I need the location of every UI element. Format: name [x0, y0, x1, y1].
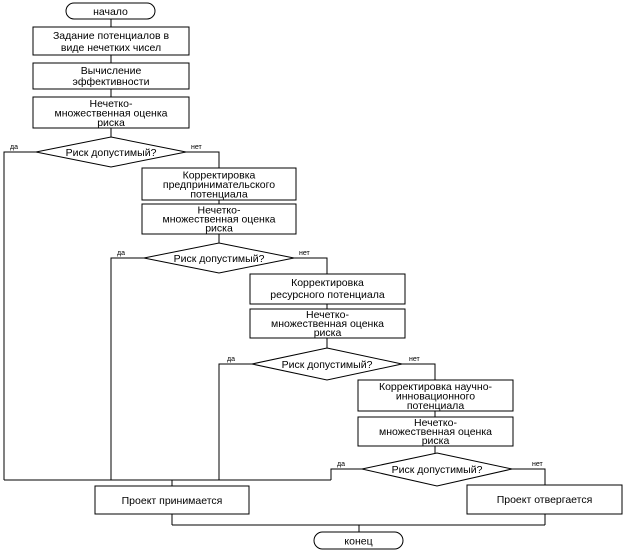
connector-yes-2 — [110, 257, 144, 480]
process-box — [249, 308, 406, 339]
terminator-shape — [313, 531, 404, 550]
branch-label-no: нет — [299, 250, 311, 257]
decision-shape — [361, 452, 513, 487]
process-label-line: эффективности — [72, 76, 149, 88]
connector-no-3 — [402, 363, 436, 380]
process-box — [32, 96, 190, 129]
connector-yes-3 — [218, 363, 252, 480]
process-label-line: множественная оценка — [379, 426, 492, 438]
process-label-line: Корректировка — [291, 277, 364, 289]
connector-no-4 — [512, 468, 546, 485]
process-box — [466, 484, 623, 515]
process-risk-eval-2: Нечетко- множественная оценка риска — [141, 203, 297, 235]
connector-no-2 — [294, 257, 328, 274]
result-accepted: Проект принимается — [94, 485, 250, 515]
process-adjust-entrepreneurial: Корректировка предпринимательского потен… — [141, 167, 297, 201]
process-adjust-resource: Корректировка ресурсного потенциала — [249, 273, 406, 305]
process-label-line: Нечетко- — [90, 98, 133, 110]
decision-4: Риск допустимый? да нет — [337, 452, 544, 487]
process-label-line: Корректировка научно- — [379, 381, 493, 393]
rejected-label: Проект отвергается — [497, 494, 593, 506]
process-box — [32, 26, 190, 56]
branch-label-no: нет — [409, 356, 421, 363]
process-label-line: множественная оценка — [54, 108, 167, 120]
process-label-line: множественная оценка — [271, 318, 384, 330]
process-box — [141, 203, 297, 235]
process-label-line: риска — [422, 435, 450, 447]
process-risk-eval-1: Нечетко- множественная оценка риска — [32, 96, 190, 129]
process-box — [357, 416, 514, 447]
decision-label: Риск допустимый? — [174, 253, 265, 265]
result-rejected: Проект отвергается — [466, 484, 623, 515]
process-box — [141, 167, 297, 201]
process-box — [32, 62, 190, 90]
process-label-line: Корректировка — [183, 170, 256, 182]
branch-label-no: нет — [532, 461, 544, 468]
branch-label-yes: да — [337, 461, 345, 468]
connectors — [3, 19, 546, 532]
branch-label-yes: да — [10, 144, 18, 151]
decision-shape — [35, 136, 187, 168]
decision-shape — [143, 242, 295, 274]
decision-2: Риск допустимый? да нет — [117, 242, 311, 274]
connector-yes-4 — [330, 468, 362, 480]
process-calc-efficiency: Вычисление эффективности — [32, 62, 190, 90]
terminator-shape — [65, 2, 156, 20]
process-label-line: Нечетко- — [306, 309, 349, 321]
branch-label-no: нет — [191, 144, 203, 151]
decision-label: Риск допустимый? — [282, 359, 373, 371]
process-label-line: инновационного — [396, 391, 475, 403]
decision-label: Риск допустимый? — [392, 464, 483, 476]
process-label-line: ресурсного потенциала — [270, 289, 385, 301]
process-label-line: Задание потенциалов в — [53, 30, 169, 42]
start-terminator: начало — [65, 2, 156, 20]
process-risk-eval-3: Нечетко- множественная оценка риска — [249, 308, 406, 339]
start-label: начало — [93, 6, 128, 18]
process-box — [249, 273, 406, 305]
process-risk-eval-4: Нечетко- множественная оценка риска — [357, 416, 514, 447]
accepted-label: Проект принимается — [122, 495, 223, 507]
process-box — [94, 485, 250, 515]
end-terminator: конец — [313, 531, 404, 550]
connector-yes-1 — [3, 151, 36, 480]
process-label-line: Нечетко- — [198, 205, 241, 217]
process-box — [357, 379, 514, 412]
branch-label-yes: да — [117, 250, 125, 257]
connector-no-1 — [186, 151, 220, 168]
process-label-line: Нечетко- — [414, 417, 457, 429]
decision-3: Риск допустимый? да нет — [227, 347, 421, 381]
process-label-line: виде нечетких чисел — [61, 42, 161, 54]
process-label-line: риска — [205, 223, 233, 235]
process-label-line: риска — [97, 117, 125, 129]
decision-label: Риск допустимый? — [66, 147, 157, 159]
process-adjust-innovation: Корректировка научно- инновационного пот… — [357, 379, 514, 412]
process-label-line: множественная оценка — [162, 214, 275, 226]
decision-shape — [251, 347, 403, 381]
branch-label-yes: да — [227, 356, 235, 363]
process-label-line: потенциала — [190, 189, 247, 201]
process-label-line: Вычисление — [81, 65, 142, 77]
process-set-potentials: Задание потенциалов в виде нечетких чисе… — [32, 26, 190, 56]
decision-1: Риск допустимый? да нет — [10, 136, 203, 168]
process-label-line: риска — [314, 327, 342, 339]
process-label-line: предпринимательского — [163, 179, 275, 191]
process-label-line: потенциала — [407, 400, 464, 412]
end-label: конец — [344, 536, 372, 548]
